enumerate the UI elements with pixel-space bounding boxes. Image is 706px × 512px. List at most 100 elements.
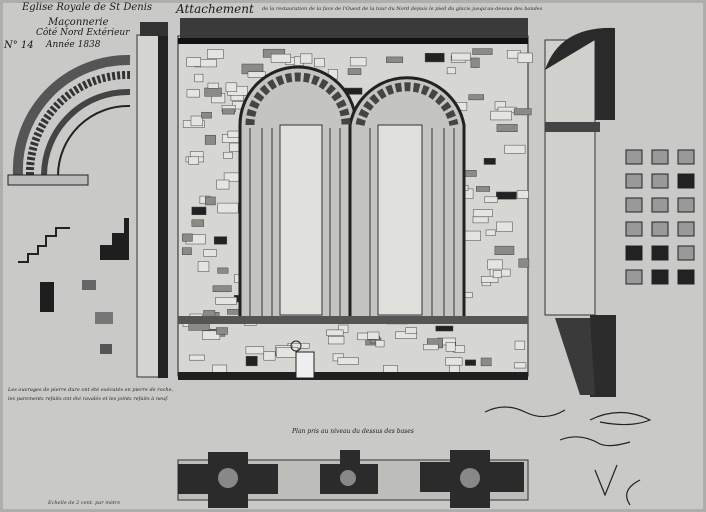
stone-block: [197, 261, 210, 272]
drawing-subtitle: de la restauration de la face de l'Ouest…: [262, 6, 543, 12]
stone-block: [263, 351, 276, 361]
stone-block: [189, 354, 205, 361]
stone-block: [225, 82, 238, 92]
stone-block: [424, 52, 445, 63]
stone-block: [517, 52, 533, 63]
stone-block: [212, 285, 232, 292]
stone-block: [423, 344, 439, 351]
stone-block: [314, 57, 325, 68]
stone-block: [496, 221, 513, 232]
stone-block: [445, 357, 463, 366]
buttress-elevation-right: [544, 27, 616, 397]
plan-caption: Plan pris au niveau du dessus des bases: [292, 428, 414, 435]
stone-block: [496, 124, 518, 132]
stone-block: [496, 191, 517, 200]
stone-block: [476, 186, 490, 192]
stone-block: [485, 229, 496, 236]
stone-block: [445, 341, 456, 352]
stone-block: [182, 233, 193, 242]
stone-block: [207, 49, 224, 59]
stone-block: [464, 359, 476, 366]
stone-block: [468, 94, 484, 101]
stone-block: [245, 356, 258, 367]
stone-detail: [651, 173, 669, 189]
stone-block: [470, 57, 480, 68]
profile-details: [18, 218, 129, 354]
stone-detail: [651, 149, 669, 165]
main-elevation: [177, 18, 533, 380]
stone-block: [472, 48, 493, 55]
stone-block: [449, 364, 460, 373]
stone-block: [327, 336, 345, 345]
stone-block: [188, 156, 199, 165]
stone-block: [490, 110, 512, 121]
sheet-number: N° 14: [4, 40, 34, 51]
stone-detail: [625, 245, 643, 261]
stone-block: [215, 297, 237, 305]
stone-block: [190, 115, 204, 127]
stone-block: [367, 331, 380, 340]
stone-block: [204, 87, 222, 97]
stone-detail: [625, 197, 643, 213]
stone-detail: [677, 197, 695, 213]
stone-block: [217, 267, 229, 274]
stone-block: [513, 108, 532, 116]
stone-block: [201, 111, 212, 119]
stone-block: [480, 276, 499, 283]
year-label: Année 1838: [46, 40, 101, 50]
stone-block: [191, 219, 205, 227]
stone-block: [494, 245, 515, 255]
stone-block: [483, 157, 496, 165]
church-name: Eglise Royale de St Denis: [22, 2, 153, 13]
stone-block: [222, 108, 235, 115]
stone-block: [223, 151, 233, 159]
stone-block: [435, 325, 454, 332]
stone-block: [186, 57, 202, 67]
scale-note: Echelle de 2 cent. par mètre: [48, 500, 121, 506]
stone-detail: [625, 269, 643, 285]
stone-block: [492, 270, 502, 279]
stone-block: [191, 206, 207, 216]
stone-detail: [625, 173, 643, 189]
stone-block: [216, 179, 230, 190]
side-label: Côté Nord Extérieur: [36, 28, 130, 38]
stone-detail: [651, 197, 669, 213]
stone-block: [326, 329, 344, 336]
stone-block: [245, 346, 265, 355]
stone-detail: [651, 269, 669, 285]
stone-block: [207, 82, 219, 89]
stone-block: [472, 209, 493, 217]
stone-block: [182, 247, 192, 255]
stone-block: [516, 190, 529, 199]
stone-block: [514, 340, 525, 350]
stone-block: [513, 362, 527, 369]
stone-block: [405, 327, 417, 334]
stone-block: [202, 330, 221, 340]
stone-block: [217, 202, 239, 214]
stone-block: [375, 340, 385, 348]
stone-detail: [651, 221, 669, 237]
stone-block: [472, 216, 489, 224]
construction-notes: Les ouvrages de pierre dure ont été exéc…: [8, 387, 174, 402]
stone-detail: [677, 173, 695, 189]
stone-detail-grid: [625, 149, 695, 285]
stone-block: [484, 196, 498, 203]
stone-block: [504, 144, 526, 154]
stone-block: [230, 94, 244, 101]
stone-block: [270, 53, 292, 63]
stone-detail: [677, 221, 695, 237]
stone-block: [337, 357, 359, 365]
stone-block: [480, 357, 492, 367]
stone-block: [194, 73, 204, 83]
stone-detail: [651, 245, 669, 261]
stone-block: [205, 196, 216, 206]
buttress-elevation-left: [136, 22, 168, 378]
stone-block: [204, 134, 216, 145]
plan-section: [177, 450, 529, 508]
stone-block: [446, 67, 456, 75]
stone-block: [386, 56, 404, 63]
stone-detail: [625, 221, 643, 237]
arch-profile-detail: [7, 54, 131, 186]
stone-detail: [625, 149, 643, 165]
stone-block: [347, 68, 362, 75]
